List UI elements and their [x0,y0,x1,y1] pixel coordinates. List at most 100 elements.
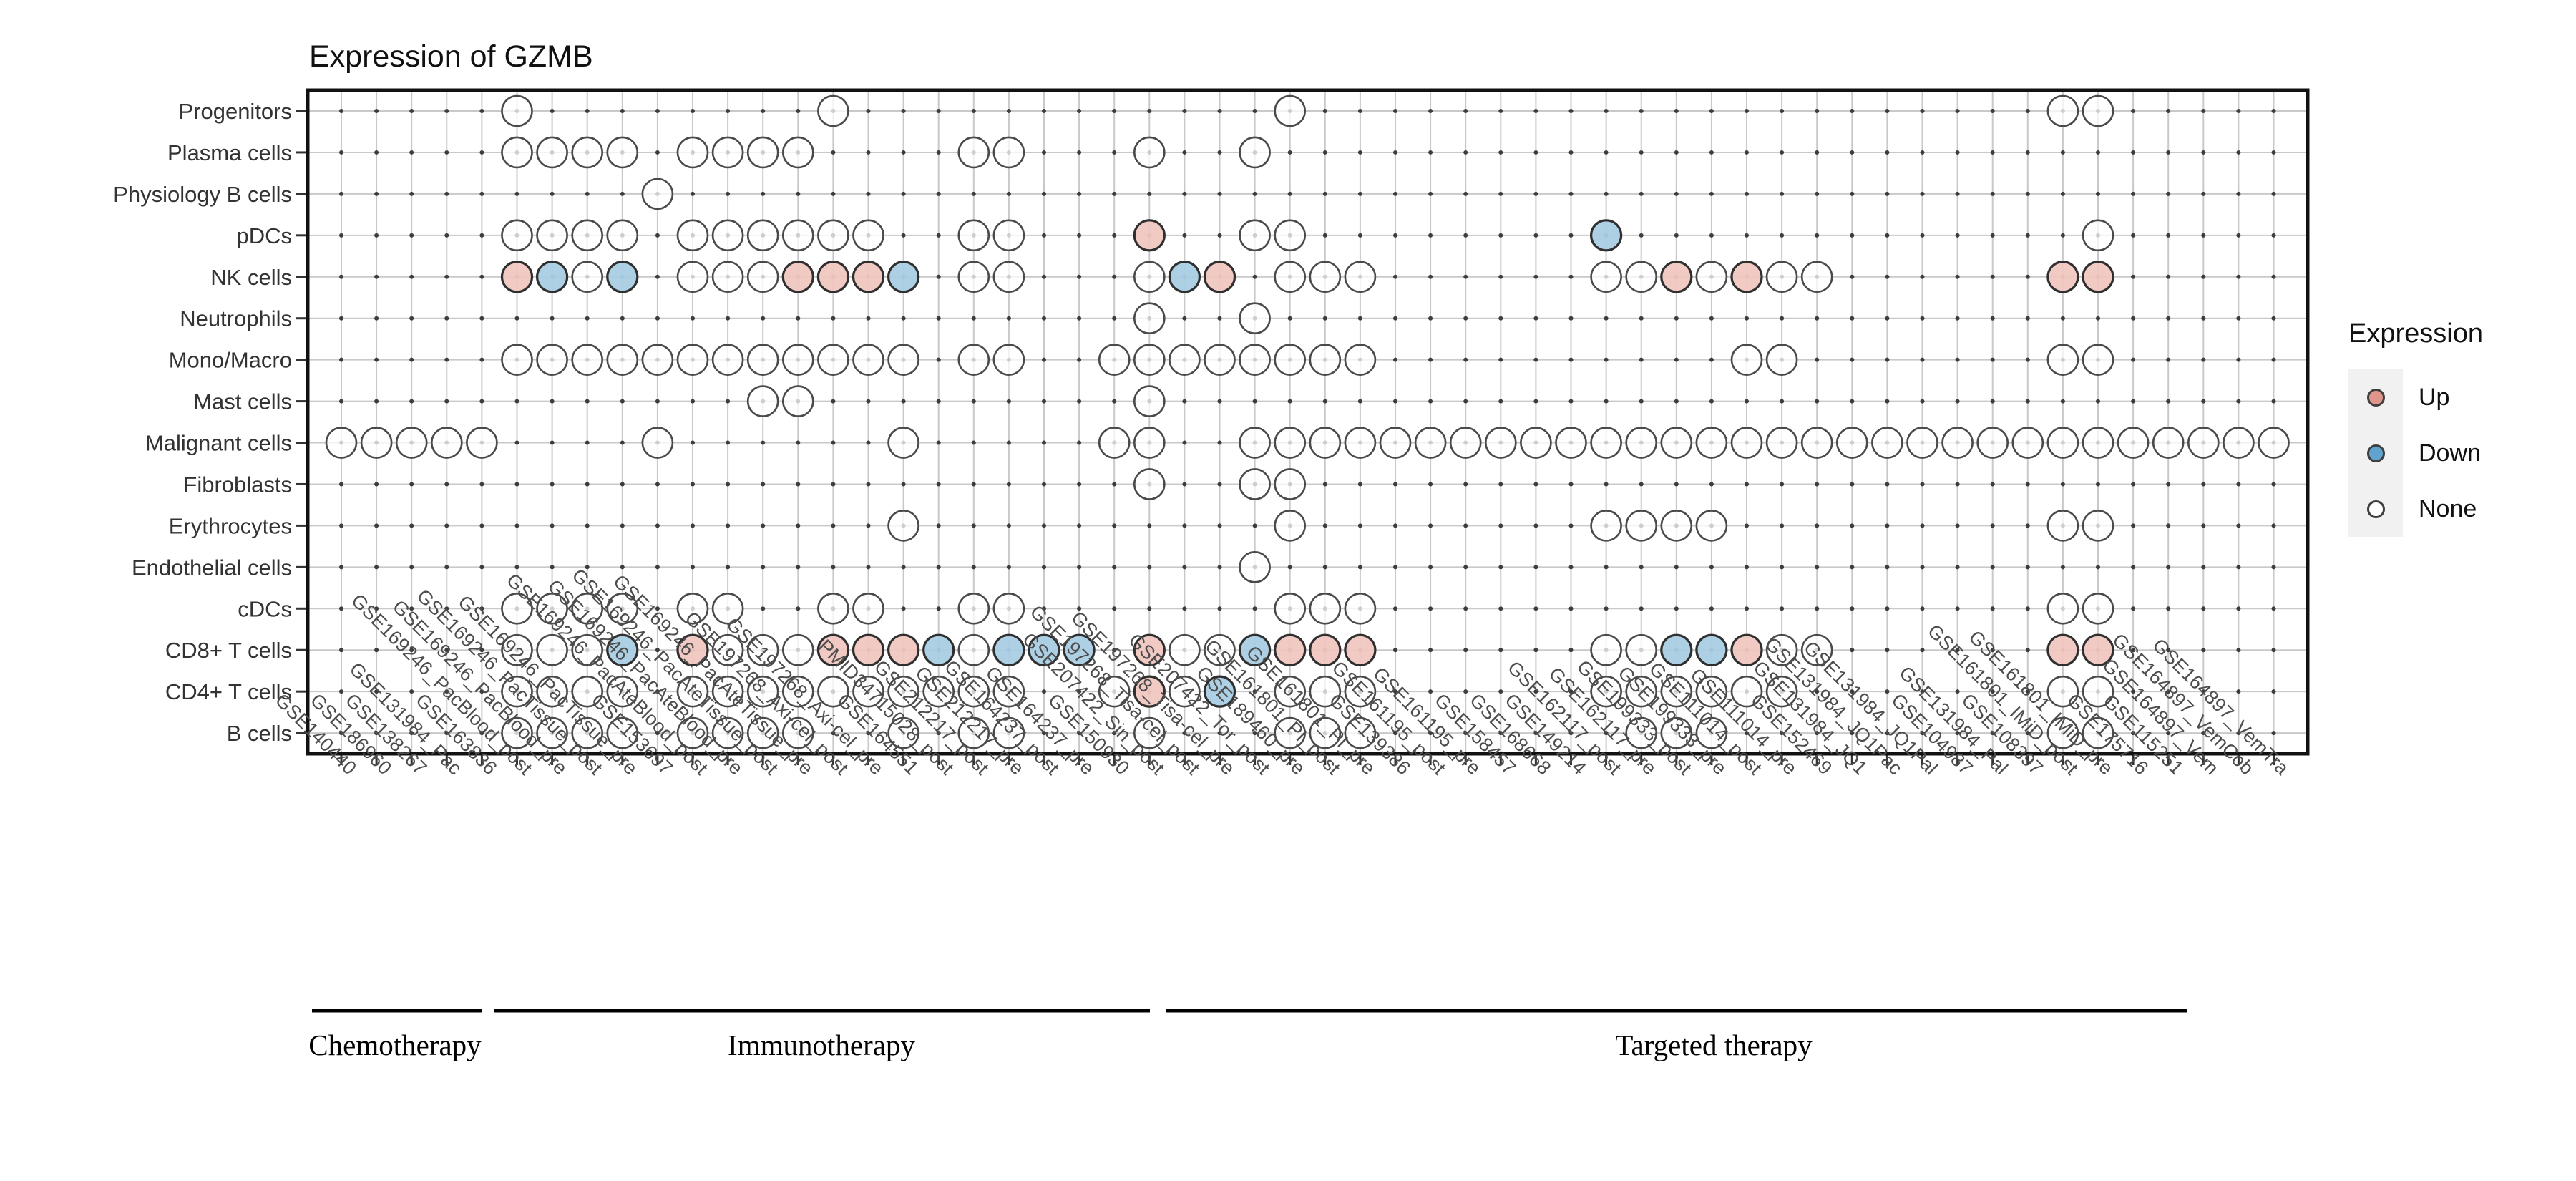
expression-dot-none [1695,261,1728,293]
grid-intersection-dot [1287,399,1292,404]
grid-intersection-dot [1955,482,1960,487]
grid-intersection-dot [831,316,836,321]
grid-intersection-dot [1674,150,1679,155]
expression-dot-up [852,633,885,666]
expression-dot-none [1133,136,1166,169]
grid-intersection-dot [1709,316,1714,321]
grid-intersection-dot [1533,150,1538,155]
grid-intersection-dot [1428,482,1433,487]
expression-dot-none [2082,219,2114,252]
expression-dot-none [711,219,744,252]
grid-intersection-dot [1077,399,1082,404]
grid-intersection-dot [1428,191,1433,196]
grid-intersection-dot [831,482,836,487]
expression-dot-none [1660,427,1693,459]
grid-intersection-dot [936,274,941,279]
y-axis-label: CD4+ T cells [165,679,292,704]
expression-dot-up [2082,261,2114,293]
expression-dot-none [606,716,639,749]
expression-dot-none [1274,510,1306,542]
grid-intersection-dot [1885,150,1890,155]
grid-intersection-dot [1428,316,1433,321]
grid-intersection-dot [1533,523,1538,528]
expression-dot-none [1590,510,1622,542]
grid-intersection-dot [1639,606,1644,611]
expression-dot-none [501,592,533,625]
grid-intersection-dot [901,565,906,570]
grid-intersection-dot [1112,606,1117,611]
expression-dot-none [2082,427,2114,459]
expression-dot-none [746,675,779,708]
grid-intersection-dot [1428,565,1433,570]
grid-intersection-dot [1990,565,1995,570]
grid-intersection-dot [936,316,941,321]
grid-intersection-dot [1112,523,1117,528]
expression-dot-down [1238,633,1272,666]
expression-dot-none [1239,302,1271,335]
grid-intersection-dot [2131,523,2136,528]
grid-intersection-dot [1815,606,1820,611]
grid-intersection-dot [2201,606,2206,611]
expression-dot-none [992,716,1025,749]
grid-intersection-dot [726,109,731,113]
grid-intersection-dot [1850,689,1855,694]
grid-intersection-dot [585,399,590,404]
grid-intersection-dot [866,731,871,736]
grid-intersection-dot [550,109,555,113]
grid-intersection-dot [1568,357,1574,362]
grid-intersection-dot [1182,191,1187,196]
expression-dot-up [887,633,920,666]
y-axis-label: Plasma cells [167,140,292,165]
grid-intersection-dot [936,191,941,196]
grid-intersection-dot [1990,606,1995,611]
grid-intersection-dot [1745,109,1749,113]
grid-intersection-dot [901,482,906,487]
expression-dot-none [676,716,709,749]
expression-dot-none [606,592,639,625]
expression-dot-none [746,261,779,293]
grid-intersection-dot [479,399,484,404]
grid-intersection-dot [901,191,906,196]
grid-intersection-dot [1393,523,1397,528]
grid-intersection-dot [1955,689,1960,694]
expression-dot-none [501,675,533,708]
grid-intersection-dot [339,648,343,653]
grid-intersection-dot [1006,440,1011,445]
grid-intersection-dot [1322,316,1327,321]
expression-dot-none [1344,427,1377,459]
expression-dot-none [817,94,849,127]
grid-intersection-dot [1745,399,1749,404]
grid-intersection-dot [1428,523,1433,528]
expression-dot-up [1133,219,1166,252]
grid-intersection-dot [620,191,625,196]
grid-intersection-dot [796,316,801,321]
expression-dot-none [1695,510,1728,542]
expression-dot-none [2046,344,2079,376]
expression-dot-none [746,219,779,252]
grid-intersection-dot [2201,274,2206,279]
grid-intersection-dot [1182,606,1187,611]
grid-intersection-dot [374,274,379,279]
grid-intersection-dot [1990,482,1995,487]
grid-intersection-dot [339,191,343,196]
expression-dot-none [782,716,814,749]
expression-dot-none [641,178,674,210]
grid-intersection-dot [1217,233,1222,238]
grid-intersection-dot [1112,233,1117,238]
expression-dot-up [816,261,850,293]
grid-intersection-dot [1006,191,1011,196]
grid-intersection-dot [1745,523,1749,528]
grid-intersection-dot [374,482,379,487]
grid-intersection-dot [2271,482,2276,487]
expression-dot-none [711,592,744,625]
grid-intersection-dot [655,150,660,155]
expression-dot-none [395,427,428,459]
grid-intersection-dot [1850,648,1855,653]
grid-intersection-dot [2236,150,2241,155]
grid-intersection-dot [409,150,414,155]
expression-dot-none [1133,261,1166,293]
grid-intersection-dot [2201,357,2206,362]
grid-intersection-dot [2271,109,2276,113]
expression-dot-none [852,344,884,376]
grid-intersection-dot [2131,399,2136,404]
